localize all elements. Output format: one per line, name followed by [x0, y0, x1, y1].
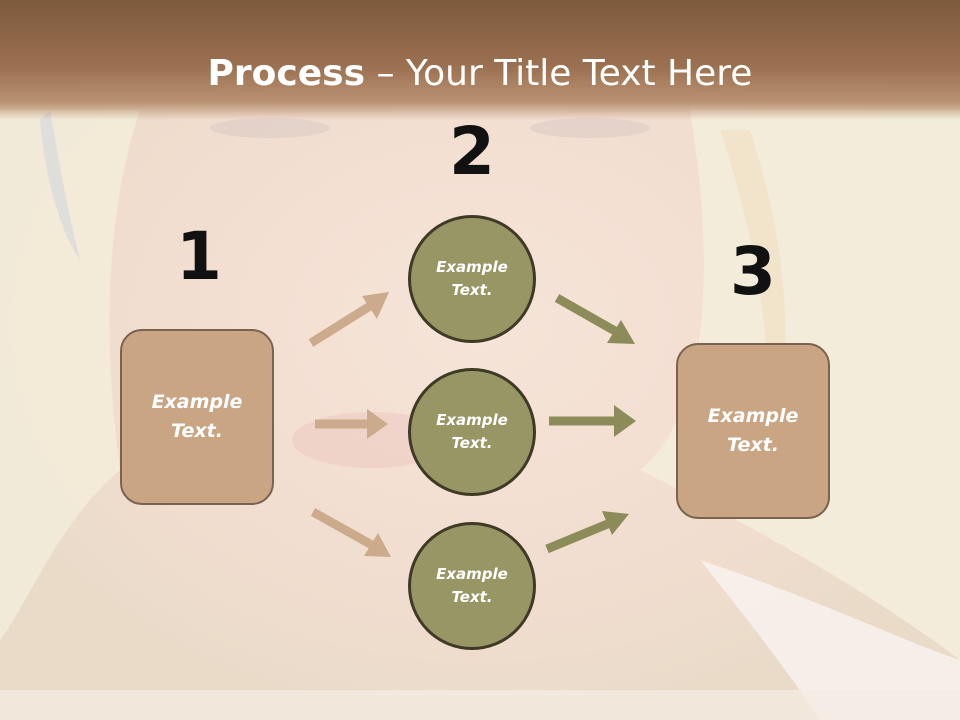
step-1-box-text: Example Text.: [151, 391, 243, 442]
circle-1-text: Example Text.: [436, 258, 508, 299]
circle-2[interactable]: Example Text.: [408, 368, 536, 496]
step-number-3: 3: [730, 233, 776, 310]
circle-3[interactable]: Example Text.: [408, 522, 536, 650]
arrow-right-middle: [549, 405, 636, 437]
circle-1[interactable]: Example Text.: [408, 215, 536, 343]
arrow-left-down: [310, 508, 391, 557]
title-rest: – Your Title Text Here: [365, 53, 753, 94]
header-band: [0, 0, 960, 120]
arrow-left-up: [308, 292, 389, 347]
circle-3-text: Example Text.: [436, 565, 508, 606]
arrow-right-up: [545, 511, 629, 554]
arrow-left-middle: [315, 409, 388, 439]
step-3-box[interactable]: Example Text.: [676, 343, 830, 519]
step-number-2: 2: [449, 113, 495, 190]
title-bold: Process: [207, 53, 366, 94]
slide-title: Process – Your Title Text Here: [0, 52, 960, 96]
step-3-box-text: Example Text.: [707, 405, 799, 456]
circle-2-text: Example Text.: [436, 411, 508, 452]
arrow-right-down: [554, 294, 635, 344]
step-1-box[interactable]: Example Text.: [120, 329, 274, 505]
step-number-1: 1: [176, 218, 222, 295]
